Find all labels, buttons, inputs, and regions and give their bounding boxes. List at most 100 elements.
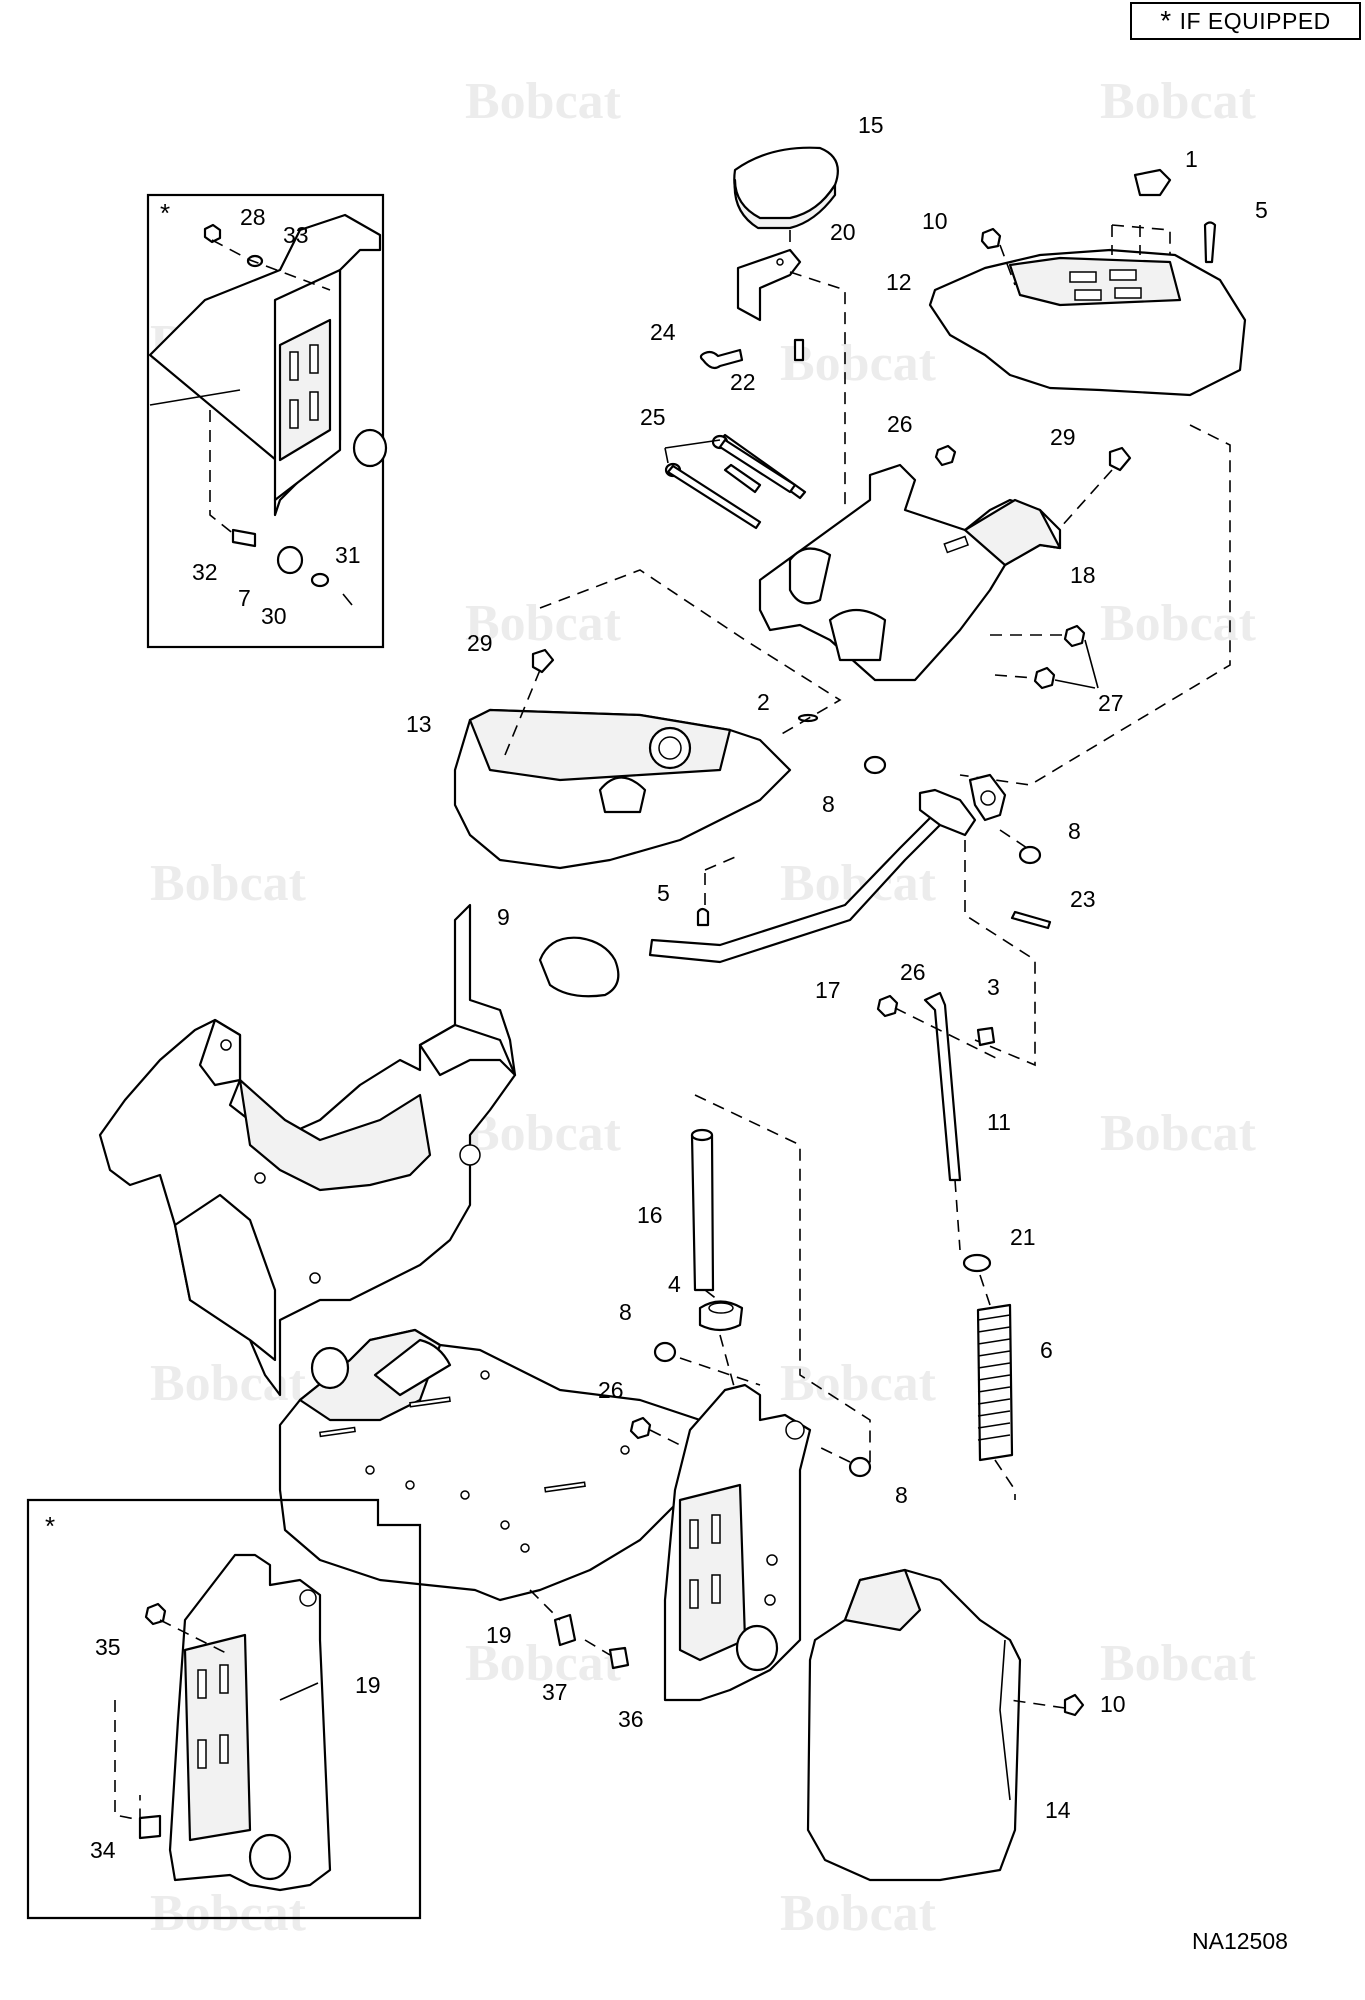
callout-9: 9 xyxy=(497,904,510,930)
boot-top xyxy=(843,1568,922,1632)
plate-hole xyxy=(405,1480,415,1490)
cover-slot xyxy=(1074,289,1102,301)
inset-tower-slot xyxy=(219,1734,229,1764)
plate-slot xyxy=(319,1426,356,1438)
lower-cover-opening xyxy=(658,736,682,760)
inset-tower-bore xyxy=(299,1589,317,1607)
inset-pivot-bracket xyxy=(148,213,382,517)
inset-bushing xyxy=(352,428,388,468)
callout-29: 29 xyxy=(1050,424,1076,450)
callout-5: 5 xyxy=(1255,197,1268,223)
bushing-8-c xyxy=(653,1341,677,1363)
bolt-25-a-body xyxy=(718,438,797,494)
bolt-3 xyxy=(976,1026,996,1047)
callout-28: 28 xyxy=(240,204,266,230)
callout-30: 30 xyxy=(261,603,287,629)
callout-8: 8 xyxy=(895,1482,908,1508)
watermark: Bobcat xyxy=(1100,1105,1257,1162)
callout-5: 5 xyxy=(657,880,670,906)
clip-29-upper xyxy=(1108,446,1132,472)
assembly-line xyxy=(1111,224,1171,255)
callout-10: 10 xyxy=(922,208,948,234)
leader-27 xyxy=(1054,639,1099,689)
frame-hole xyxy=(309,1272,321,1284)
inset-washer-33 xyxy=(246,254,264,268)
assembly-line xyxy=(959,424,1231,786)
callout-34: 34 xyxy=(90,1837,116,1863)
inset-asterisk: * xyxy=(45,1511,55,1541)
inset-bushing-34 xyxy=(138,1814,162,1840)
callout-26: 26 xyxy=(887,411,913,437)
callout-25: 25 xyxy=(640,404,666,430)
callout-27: 27 xyxy=(1098,690,1124,716)
callout-33: 33 xyxy=(283,222,309,248)
bracket-lower-cup xyxy=(828,608,887,662)
drawing-number: NA12508 xyxy=(1192,1928,1288,1954)
inset-nut-28 xyxy=(203,223,222,244)
callout-17: 17 xyxy=(815,977,841,1003)
assembly-line xyxy=(694,1094,871,1470)
part-lower-cover: 13 29 2 5 xyxy=(406,569,842,927)
cover-slot xyxy=(1114,287,1142,299)
spring-coils xyxy=(977,1314,1011,1441)
plate-slot xyxy=(409,1396,451,1408)
callout-3: 3 xyxy=(987,974,1000,1000)
tower-hole xyxy=(766,1554,778,1566)
callout-21: 21 xyxy=(1010,1224,1036,1250)
pivot-hole xyxy=(980,790,996,806)
rod-11 xyxy=(923,991,962,1182)
bracket-20 xyxy=(736,248,802,322)
callout-36: 36 xyxy=(618,1706,644,1732)
watermark: Bobcat xyxy=(150,855,307,912)
frame-hole xyxy=(254,1172,266,1184)
callout-8: 8 xyxy=(619,1299,632,1325)
callout-14: 14 xyxy=(1045,1797,1071,1823)
lever-pivot-hub xyxy=(918,788,977,837)
boot-crease xyxy=(999,1639,1011,1801)
inset-tower-slot xyxy=(219,1664,229,1694)
bolt-23 xyxy=(1010,910,1052,930)
frame-bushing xyxy=(310,1346,350,1390)
callout-15: 15 xyxy=(858,112,884,138)
bolt-25-b-body xyxy=(666,464,762,530)
watermark: Bobcat xyxy=(150,1355,307,1412)
nut-27-b xyxy=(1033,666,1056,690)
callout-26: 26 xyxy=(900,959,926,985)
callout-31: 31 xyxy=(335,542,361,568)
callout-20: 20 xyxy=(830,219,856,245)
callout-19: 19 xyxy=(355,1672,381,1698)
grip-cover-rim xyxy=(733,178,837,230)
bracket-hole xyxy=(776,258,784,266)
assembly-line xyxy=(649,1357,851,1463)
watermark: Bobcat xyxy=(465,595,622,652)
inset-slot xyxy=(289,399,299,429)
inset-floor-edge xyxy=(149,389,241,406)
callout-13: 13 xyxy=(406,711,432,737)
watermark: Bobcat xyxy=(465,1105,622,1162)
callout-8: 8 xyxy=(822,791,835,817)
inset-washer-30 xyxy=(310,572,330,588)
inset-slot xyxy=(289,351,299,381)
callout-11: 11 xyxy=(987,1109,1011,1135)
plate-slot xyxy=(544,1481,586,1493)
assembly-line xyxy=(539,569,842,736)
callout-8: 8 xyxy=(1068,818,1081,844)
inset-pin-31 xyxy=(342,593,353,606)
watermark: Bobcat xyxy=(780,1885,937,1942)
callout-2: 2 xyxy=(757,689,770,715)
nut-26-top xyxy=(934,444,957,467)
callout-10: 10 xyxy=(1100,1691,1126,1717)
inset-asterisk: * xyxy=(160,198,170,228)
callout-16: 16 xyxy=(637,1202,663,1228)
bolt-24 xyxy=(699,348,744,370)
washer-21 xyxy=(962,1253,992,1273)
callout-26: 26 xyxy=(598,1377,624,1403)
bushing-8-d xyxy=(848,1456,872,1478)
callout-7: 7 xyxy=(238,585,251,611)
frame-ear xyxy=(198,1018,242,1087)
plate-hole xyxy=(520,1543,530,1553)
watermark: Bobcat xyxy=(465,1635,622,1692)
assembly-line xyxy=(504,669,541,756)
nut-26-lower xyxy=(629,1416,652,1440)
